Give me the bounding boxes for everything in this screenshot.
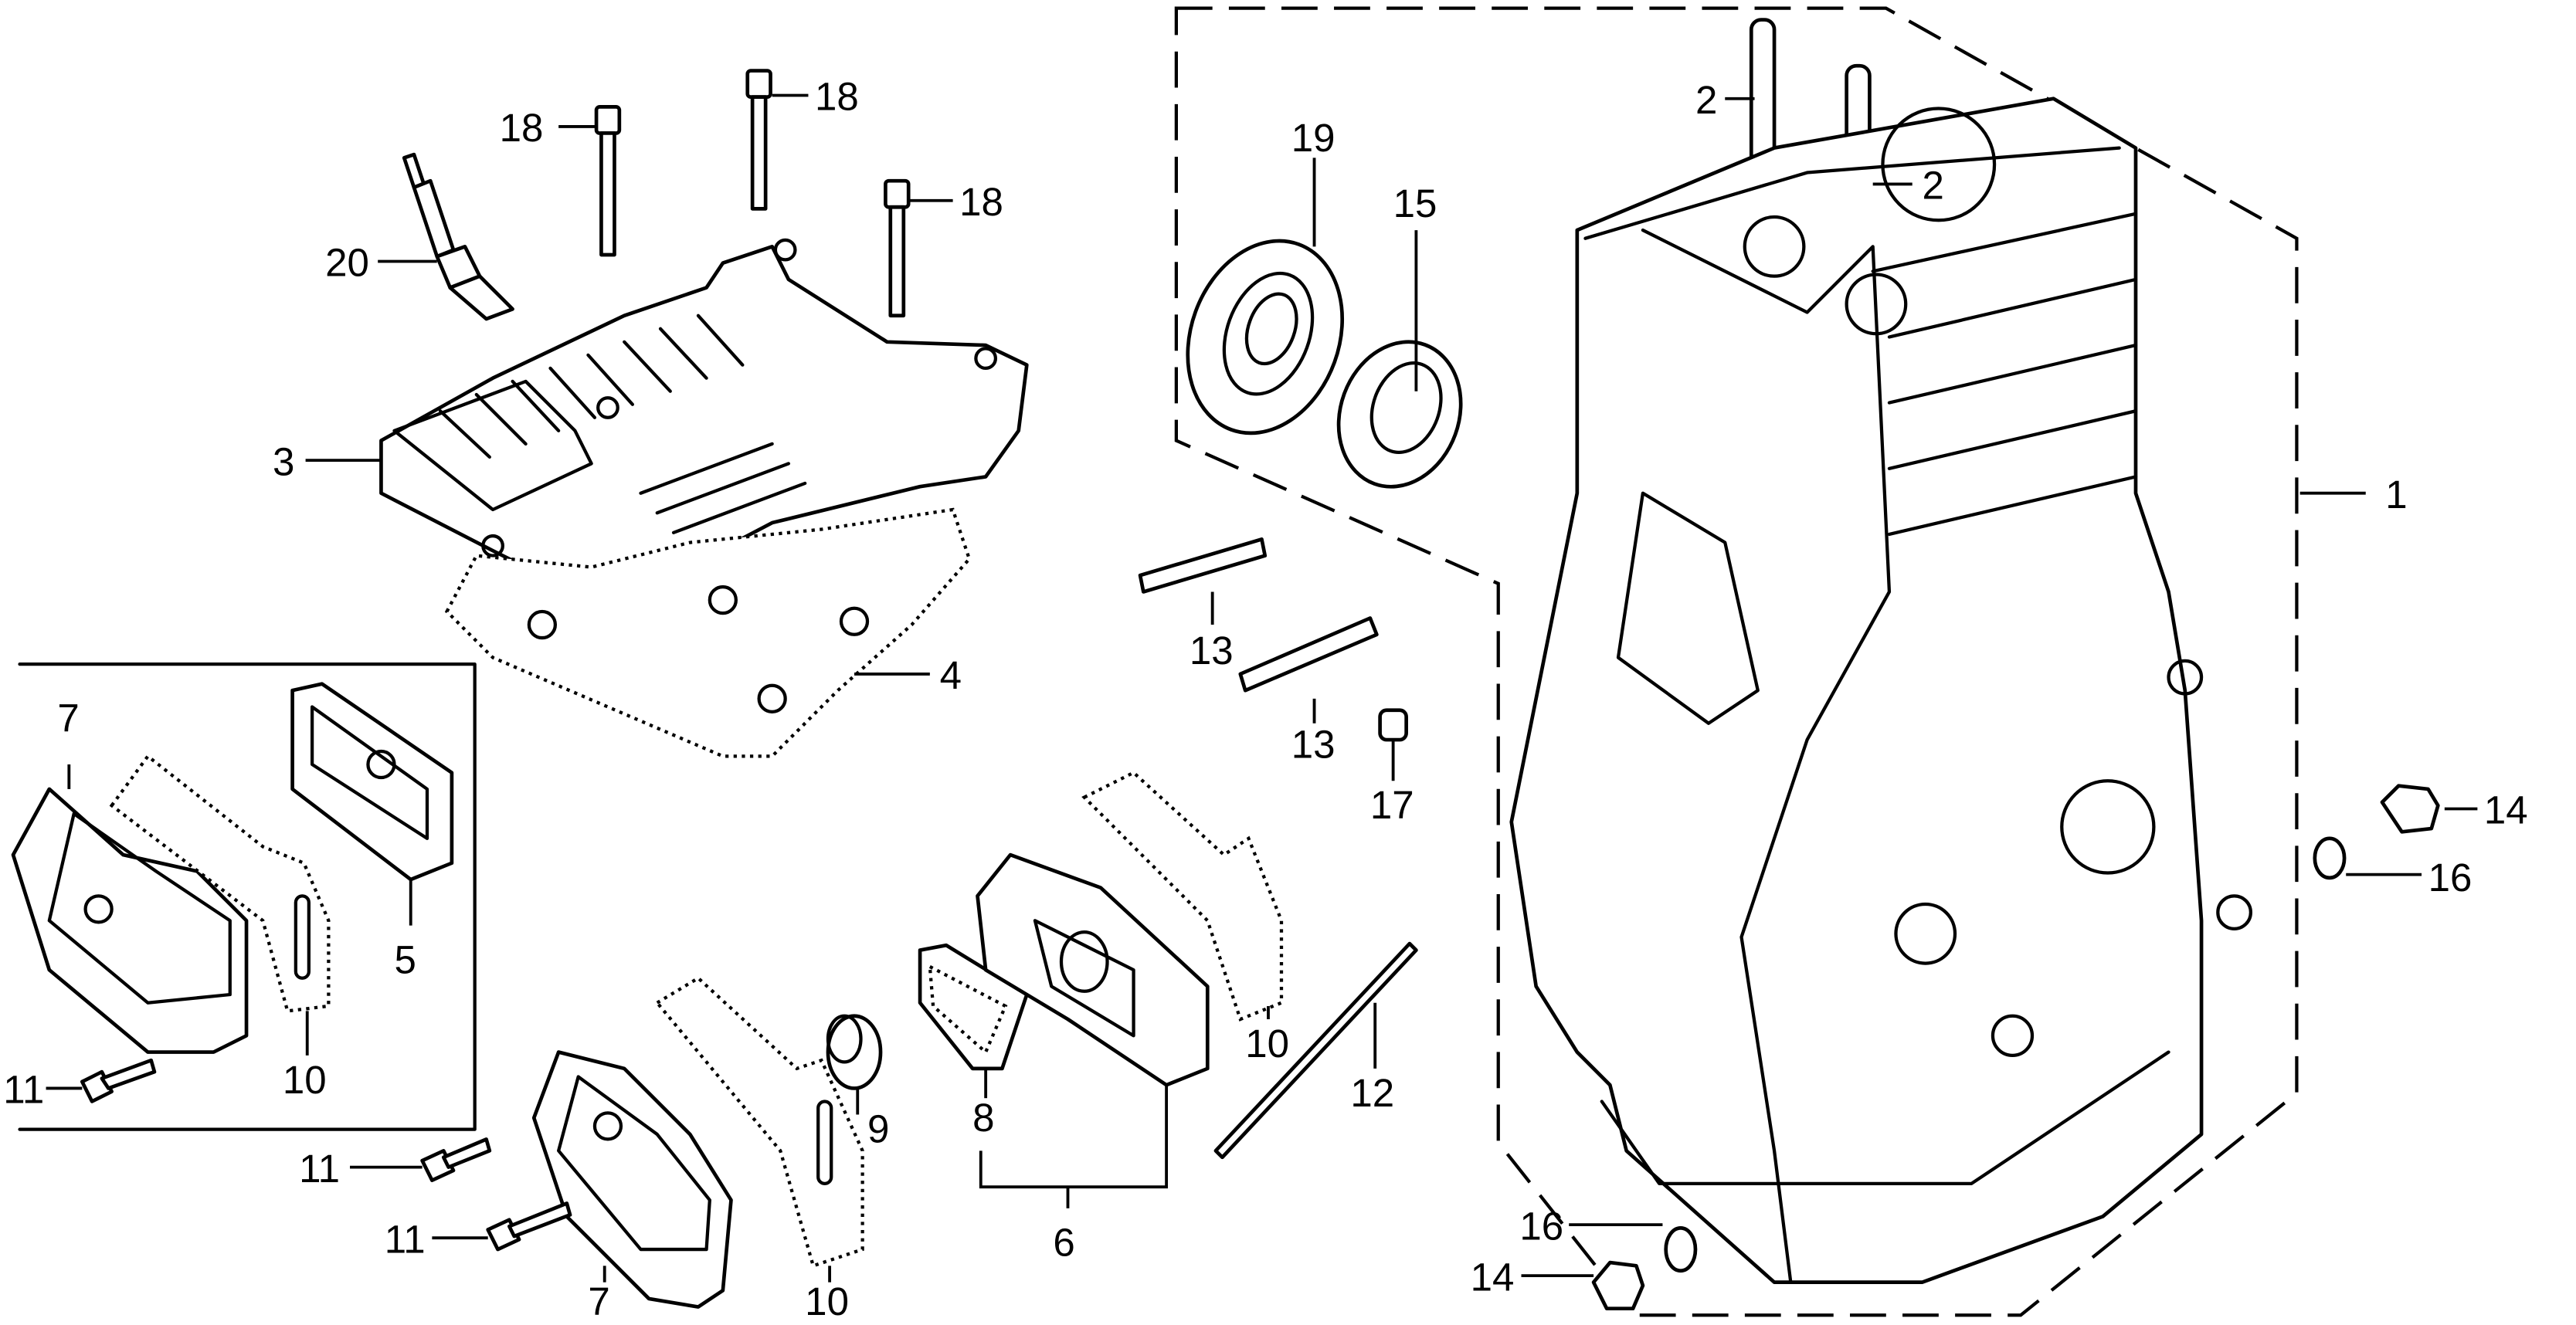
callout-8[interactable]: 8 (972, 1096, 994, 1140)
callout-14[interactable]: 14 (1471, 1255, 1515, 1299)
washer-part (1664, 1226, 1698, 1273)
cover-part (11, 787, 249, 1054)
callout-12[interactable]: 12 (1350, 1071, 1394, 1115)
stud-bolt-part (1138, 537, 1268, 594)
flange-bolt-part (884, 178, 911, 318)
callout-13[interactable]: 13 (1291, 722, 1336, 766)
callout-11[interactable]: 11 (385, 1217, 426, 1261)
filter-element-part (918, 943, 1029, 1071)
breather-group-box (18, 662, 477, 1131)
breather-assembly-part (976, 771, 1284, 1087)
callout-5[interactable]: 5 (394, 937, 416, 981)
callout-18[interactable]: 18 (500, 106, 544, 150)
callout-18[interactable]: 18 (815, 75, 859, 119)
drain-plug-part (1591, 1260, 1645, 1311)
drain-plug-part (2380, 784, 2440, 834)
pin-part (1378, 708, 1408, 742)
callout-18[interactable]: 18 (959, 180, 1003, 224)
breather-plate-part (290, 682, 454, 882)
callout-10[interactable]: 10 (1245, 1022, 1289, 1066)
cylinder-block-part (1509, 97, 2252, 1284)
callout-4[interactable]: 4 (940, 653, 962, 697)
gasket-part (109, 754, 331, 1013)
callout-16[interactable]: 16 (1519, 1204, 1563, 1248)
stud-bolt-part (1238, 616, 1379, 693)
cover-part (531, 1050, 733, 1309)
callout-10[interactable]: 10 (805, 1279, 849, 1323)
bolt-part (420, 1137, 492, 1182)
callout-19[interactable]: 19 (1291, 116, 1336, 160)
callout-7[interactable]: 7 (588, 1279, 609, 1323)
callout-15[interactable]: 15 (1393, 181, 1437, 225)
gasket-part (654, 976, 864, 1269)
callout-13[interactable]: 13 (1190, 629, 1234, 673)
callout-10[interactable]: 10 (283, 1058, 327, 1102)
callout-3[interactable]: 3 (273, 439, 294, 483)
oil-seal-part (1336, 340, 1463, 489)
callout-7[interactable]: 7 (57, 696, 79, 740)
callout-17[interactable]: 17 (1370, 783, 1414, 827)
block-group-outline (1174, 6, 2299, 1317)
callout-2[interactable]: 2 (1695, 78, 1717, 122)
callout-11[interactable]: 11 (3, 1068, 44, 1112)
washer-part (2313, 836, 2347, 880)
ball-bearing-part (1186, 239, 1345, 435)
callout-9[interactable]: 9 (867, 1107, 889, 1151)
callout-14[interactable]: 14 (2484, 788, 2528, 832)
callout-11[interactable]: 11 (299, 1147, 340, 1191)
collar-part (826, 1014, 883, 1090)
callout-16[interactable]: 16 (2428, 856, 2472, 900)
flange-bolt-part (594, 105, 622, 257)
callout-20[interactable]: 20 (325, 241, 369, 285)
callout-6[interactable]: 6 (1053, 1221, 1074, 1265)
bolt-part (486, 1201, 572, 1252)
head-gasket-part (444, 507, 972, 758)
flange-bolt-part (745, 69, 772, 211)
callout-1[interactable]: 1 (2385, 473, 2407, 517)
spark-plug-part (402, 152, 514, 321)
bolt-part (80, 1058, 157, 1103)
callout-2[interactable]: 2 (1922, 164, 1943, 208)
leader-lines (46, 93, 2478, 1283)
stud-bolt-part (1213, 941, 1418, 1160)
